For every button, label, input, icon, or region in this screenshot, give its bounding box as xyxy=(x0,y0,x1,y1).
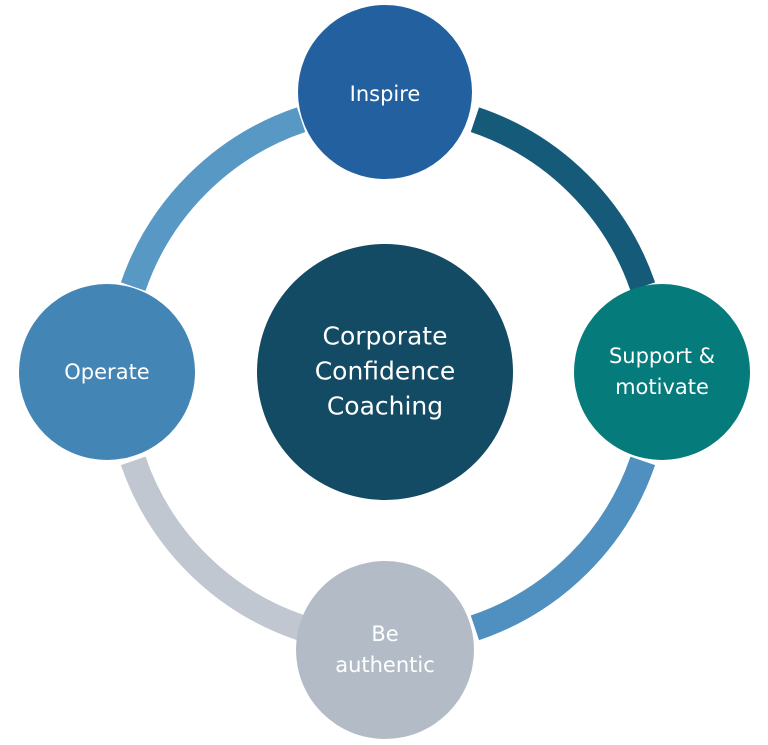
node-inspire-circle xyxy=(298,5,472,179)
node-be-authentic-label-line-1: Be xyxy=(371,622,398,646)
center-label-line-3: Coaching xyxy=(327,392,443,421)
node-inspire-label: Inspire xyxy=(350,82,421,106)
node-operate-label: Operate xyxy=(64,360,149,384)
center-circle xyxy=(257,244,513,500)
arc-support-to-be-authentic xyxy=(470,456,656,641)
node-support: Support & motivate xyxy=(574,284,750,460)
center-node: Corporate Confidence Coaching xyxy=(257,244,513,500)
node-support-circle xyxy=(574,284,750,460)
node-be-authentic-circle xyxy=(296,561,474,739)
node-be-authentic: Be authentic xyxy=(296,561,474,739)
node-inspire: Inspire xyxy=(298,5,472,179)
node-support-label-line-1: Support & xyxy=(609,344,715,368)
node-be-authentic-label-line-2: authentic xyxy=(335,653,435,677)
center-label-line-2: Confidence xyxy=(315,357,456,386)
node-support-label-line-2: motivate xyxy=(615,375,709,399)
arc-be-authentic-to-operate xyxy=(120,456,306,641)
node-operate-circle xyxy=(19,284,195,460)
arc-inspire-to-support xyxy=(470,107,656,291)
center-label-line-1: Corporate xyxy=(323,322,448,351)
node-operate: Operate xyxy=(19,284,195,460)
arc-operate-to-inspire xyxy=(120,107,306,291)
